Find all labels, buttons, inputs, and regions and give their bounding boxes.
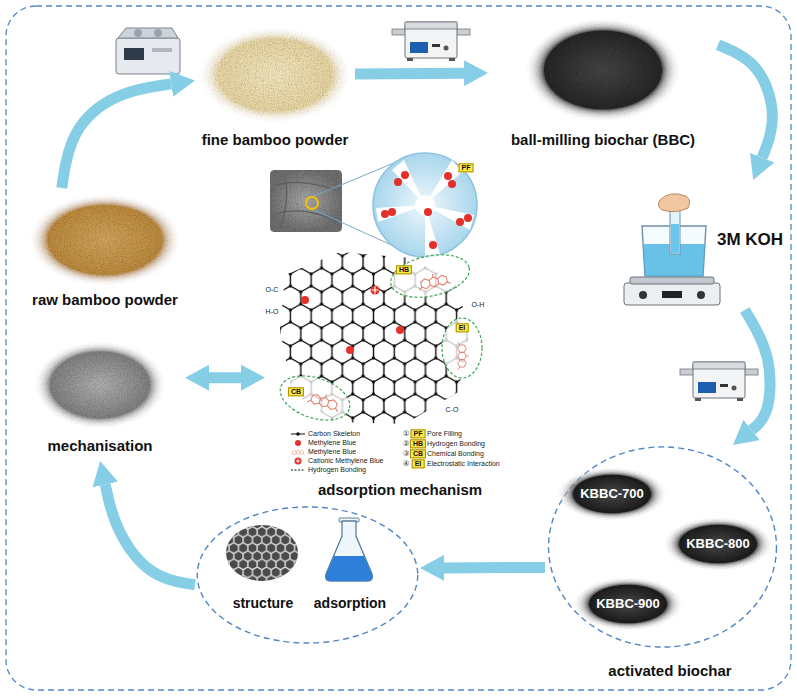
mechanism-badge: HB [410, 439, 426, 448]
legend-item: Carbon Skeleton [291, 430, 360, 438]
flow-arrow [745, 310, 770, 430]
legend-item: Cationic Methylene Blue [291, 457, 384, 465]
node-label: fine bamboo powder [202, 131, 349, 148]
biochar-sample: KBBC-700 [557, 467, 667, 521]
legend-item: Methylene Blue [291, 448, 356, 456]
legend-sample [291, 448, 305, 456]
flow-arrow [105, 484, 195, 584]
node-label: KBBC-700 [580, 487, 644, 502]
legend-text: Hydrogen Bonding [308, 466, 366, 474]
legend-sample [291, 457, 305, 465]
reagent-panel: 3M KOH [618, 180, 787, 310]
legend-number: ④ [403, 460, 410, 468]
biochar-photo [525, 18, 681, 122]
legend-item: Chemical Bonding [427, 450, 484, 458]
mechanism-badge: EI [456, 323, 469, 332]
legend-item: Hydrogen Bonding [427, 440, 485, 448]
legend-sample [291, 430, 305, 438]
node-label: structure [233, 595, 294, 611]
legend-item: Hydrogen Bonding [291, 466, 366, 474]
legend-item: Methylene Blue [291, 439, 356, 447]
node-label: KBBC-800 [686, 537, 750, 552]
legend-number: ① [403, 430, 410, 438]
flow-arrow [444, 562, 545, 573]
bond-label: O-H [471, 301, 486, 309]
fine-powder-photo [199, 27, 351, 123]
legend-text: Cationic Methylene Blue [308, 457, 384, 465]
bond-label: O-C [265, 286, 280, 294]
legend-text: Chemical Bonding [427, 450, 484, 458]
mechanism-illustration [270, 153, 482, 428]
tube-furnace-icon [392, 22, 470, 61]
image-panel: raw bamboo powder [25, 188, 185, 312]
legend-sample [291, 466, 305, 474]
flow-arrow [62, 84, 171, 188]
legend-item: Electrostatic Interaction [427, 460, 500, 468]
flow-arrow [209, 372, 241, 383]
node-label: KBBC-900 [596, 597, 660, 612]
mechanism-badge: HB [396, 265, 412, 274]
legend-text: Hydrogen Bonding [427, 440, 485, 448]
legend-sample [291, 439, 305, 447]
mechanism-badge: PF [411, 429, 426, 438]
legend-item: Pore Filling [427, 430, 462, 438]
sem-photo [34, 341, 166, 429]
flow-arrow [355, 68, 464, 80]
legend-number: ② [403, 440, 410, 448]
bond-label: C-O [445, 406, 460, 414]
stirrer-beaker-icon [624, 194, 720, 305]
node-label: mechanisation [47, 437, 152, 454]
outer-frame [6, 6, 791, 690]
ball-mill-icon [116, 28, 180, 74]
legend-text: Pore Filling [427, 430, 462, 438]
legend-text: Methylene Blue [308, 448, 356, 456]
image-panel: mechanisation [25, 333, 185, 461]
mechanism-badge: CB [288, 387, 304, 396]
legend-text: Electrostatic Interaction [427, 460, 500, 468]
image-panel: fine bamboo powder [195, 22, 355, 152]
mechanism-badge: CB [410, 449, 426, 458]
group-outline [195, 505, 420, 645]
biochar-sample: KBBC-800 [663, 517, 773, 571]
legend-text: Methylene Blue [308, 439, 356, 447]
image-panel: ball-milling biochar (BBC) [488, 18, 718, 152]
mechanism-badge: EI [412, 459, 425, 468]
legend-number: ③ [403, 450, 410, 458]
node-label: raw bamboo powder [32, 291, 178, 308]
legend-text: Carbon Skeleton [308, 430, 360, 438]
mechanism-badge: PF [459, 163, 474, 172]
node-label: ball-milling biochar (BBC) [511, 131, 695, 148]
result-group: structure adsorption [195, 505, 420, 645]
node-label: activated biochar [608, 662, 731, 679]
tube-furnace-icon [680, 362, 758, 401]
sample-group: activated biochar KBBC-700KBBC-800KBBC-90… [545, 445, 780, 685]
biochar-sample: KBBC-900 [573, 577, 683, 631]
mechanism-panel: adsorption mechanism [265, 160, 535, 500]
node-label: adsorption [314, 595, 386, 611]
node-label: 3M KOH [717, 230, 783, 250]
bond-label: H-O [265, 308, 280, 316]
structure-and-flask-icons [226, 518, 372, 581]
flow-arrow [718, 45, 772, 158]
raw-powder-photo [29, 194, 181, 286]
node-label: adsorption mechanism [318, 481, 482, 498]
